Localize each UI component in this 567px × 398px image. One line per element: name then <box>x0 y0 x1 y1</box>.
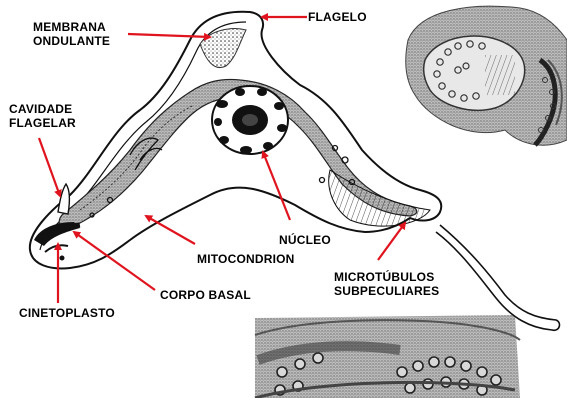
label-corpo-basal: CORPO BASAL <box>160 288 251 302</box>
label-cinetoplasto: CINETOPLASTO <box>19 306 115 320</box>
label-cavidade-flagelar: CAVIDADE FLAGELAR <box>9 102 76 130</box>
cell-body <box>30 12 441 269</box>
label-nucleo: NÚCLEO <box>279 233 331 247</box>
label-membrana-ondulante: MEMBRANA ONDULANTE <box>33 20 110 48</box>
nucleus <box>212 86 288 154</box>
arrow-mitocondrion <box>146 216 195 244</box>
label-flagelo: FLAGELO <box>308 10 367 24</box>
label-microtubulos-subpeculiares: MICROTÚBULOS SUBPECULIARES <box>334 270 439 298</box>
micrograph-top <box>406 6 567 145</box>
micrograph-bottom <box>255 315 520 398</box>
flagellum <box>436 225 559 330</box>
arrow-cavidade <box>39 138 60 196</box>
label-mitocondrion: MITOCONDRION <box>197 252 295 266</box>
